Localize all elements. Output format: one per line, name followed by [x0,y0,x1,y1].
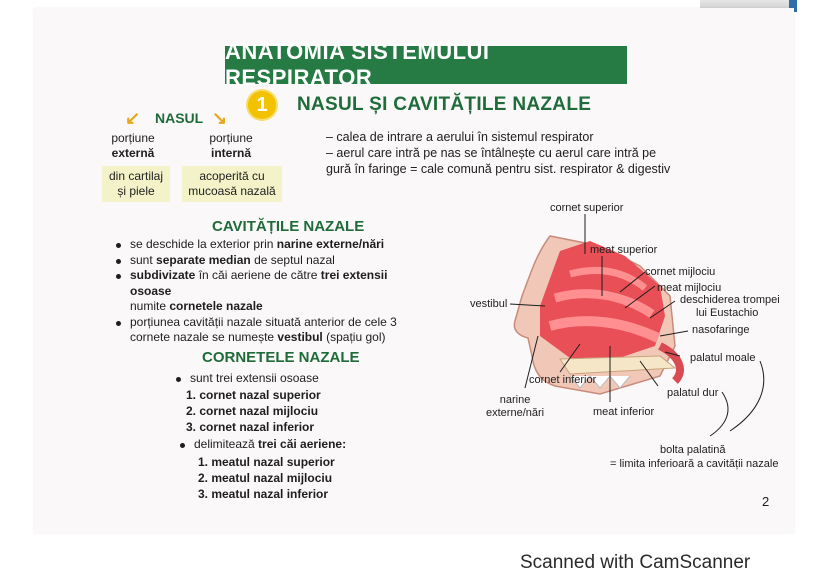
list-item: sunt separate median de septul nazal [112,253,432,269]
internal-portion-heading: porțiune internă [209,131,253,160]
soft-palate-shape [658,342,684,384]
list-item: 3. meatul nazal inferior [198,487,329,501]
air-passages-list: 1. meatul nazal superior 2. meatul nazal… [198,454,335,502]
nasal-cavities-heading: CAVITĂȚILE NAZALE [212,218,365,235]
label-nasofaringe: nasofaringe [692,324,750,336]
section-number-badge: 1 [248,91,276,119]
label-cornet-superior: cornet superior [550,202,624,214]
page-title: ANATOMIA SISTEMULUI RESPIRATOR [225,39,627,90]
list-item: sunt trei extensii osoase [172,371,372,387]
nasal-cavities-list: se deschide la exterior prin narine exte… [112,237,432,346]
superior-turbinate-shape [569,266,648,291]
label-vestibul: vestibul [470,298,508,310]
internal-portion-desc: acoperită cu mucoasă nazală [182,166,282,202]
label-meat-inferior: meat inferior [593,406,655,418]
scan-edge [700,0,796,10]
teeth-shape [569,375,631,389]
label-narine: narine externe/nări [486,394,545,419]
list-item: 2. meatul nazal mijlociu [198,471,333,485]
list-item: 2. cornet nazal mijlociu [186,404,319,418]
label-meat-superior: meat superior [590,244,658,256]
external-portion-desc: din cartilaj și piele [102,166,170,202]
list-item: 1. meatul nazal superior [198,455,335,469]
bolta-palatina-desc: = limita inferioară a cavității nazale [610,458,779,470]
middle-turbinate-shape [553,289,655,318]
page-number: 2 [762,494,770,509]
section-title: NASUL ȘI CAVITĂȚILE NAZALE [297,94,592,115]
camscanner-watermark: Scanned with CamScanner [520,552,751,573]
nasal-turbinates-heading: CORNETELE NAZALE [202,349,360,366]
list-item: se deschide la exterior prin narine exte… [112,237,432,253]
label-palatul-moale: palatul moale [690,352,756,364]
external-portion-heading: porțiune externă [111,131,155,160]
nose-intro-text: – calea de intrare a aerului în sistemul… [326,130,671,176]
list-item: 1. cornet nazal superior [186,388,321,402]
label-eustachian-tube: deschiderea trompei lui Eustachio [680,294,780,319]
turbinates-list: 1. cornet nazal superior 2. cornet nazal… [186,387,321,435]
list-item: subdivizate în căi aeriene de către trei… [112,268,432,315]
list-item: porțiunea cavității nazale situată anter… [112,315,432,346]
turbinates-bullet-2: delimitează trei căi aeriene: [176,437,396,453]
bolta-palatina-label: bolta palatină [660,444,726,456]
list-item: 3. cornet nazal inferior [186,420,315,434]
label-palatul-dur: palatul dur [667,387,719,399]
list-item: delimitează trei căi aeriene: [176,437,396,453]
inferior-turbinate-shape [548,316,661,343]
document-page [34,8,794,533]
curved-arrow-right-icon: ↘ [212,108,228,128]
nasul-label: NASUL [155,110,204,126]
label-meat-mijlociu: meat mijlociu [657,282,722,294]
turbinates-bullet-1: sunt trei extensii osoase [172,371,372,387]
curved-arrow-left-icon: ↙ [125,108,141,128]
scan-corner-mark [789,0,797,12]
label-cornet-mijlociu: cornet mijlociu [645,266,716,278]
label-cornet-inferior: cornet inferior [529,374,597,386]
nasal-cavity-diagram [509,214,765,437]
